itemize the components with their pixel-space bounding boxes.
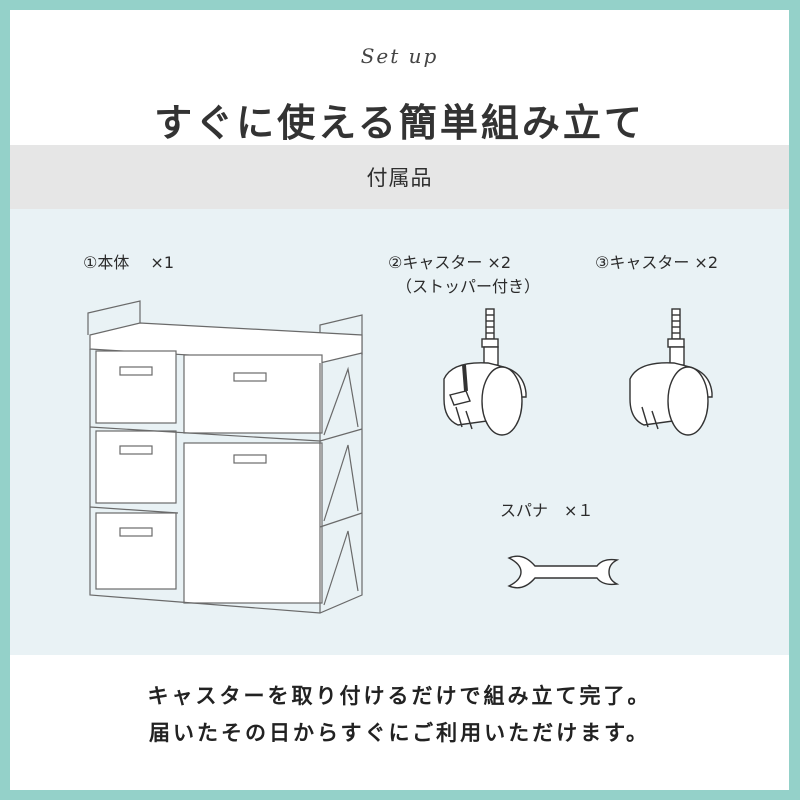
part-label-body: ①本体 ×1	[83, 253, 175, 272]
caster-icon	[629, 308, 713, 436]
footer-message: キャスターを取り付けるだけで組み立て完了。 届いたその日からすぐにご利用いただけ…	[10, 678, 789, 752]
script-title: Set up	[360, 44, 439, 68]
part-label-wrench: スパナ ×１	[500, 501, 594, 520]
footer-line-1: キャスターを取り付けるだけで組み立て完了。	[147, 684, 652, 708]
parts-area: ①本体 ×1	[10, 209, 789, 655]
part-label-caster-stopper: ②キャスター ×2	[388, 253, 512, 272]
wrench-icon	[507, 555, 620, 589]
page-card: Set up すぐに使える簡単組み立て 付属品 ①本体 ×1	[10, 10, 789, 790]
accessories-heading: 付属品	[366, 166, 433, 190]
page-title: すぐに使える簡単組み立て	[154, 101, 645, 145]
accessories-heading-band: 付属品	[10, 145, 789, 209]
footer-line-2: 届いたその日からすぐにご利用いただけます。	[148, 721, 651, 745]
shelf-unit-icon	[87, 300, 363, 614]
part-label-caster: ③キャスター ×2	[595, 253, 719, 272]
caster-with-stopper-icon	[443, 308, 527, 436]
part-sublabel-caster-stopper: （ストッパー付き）	[396, 277, 541, 296]
